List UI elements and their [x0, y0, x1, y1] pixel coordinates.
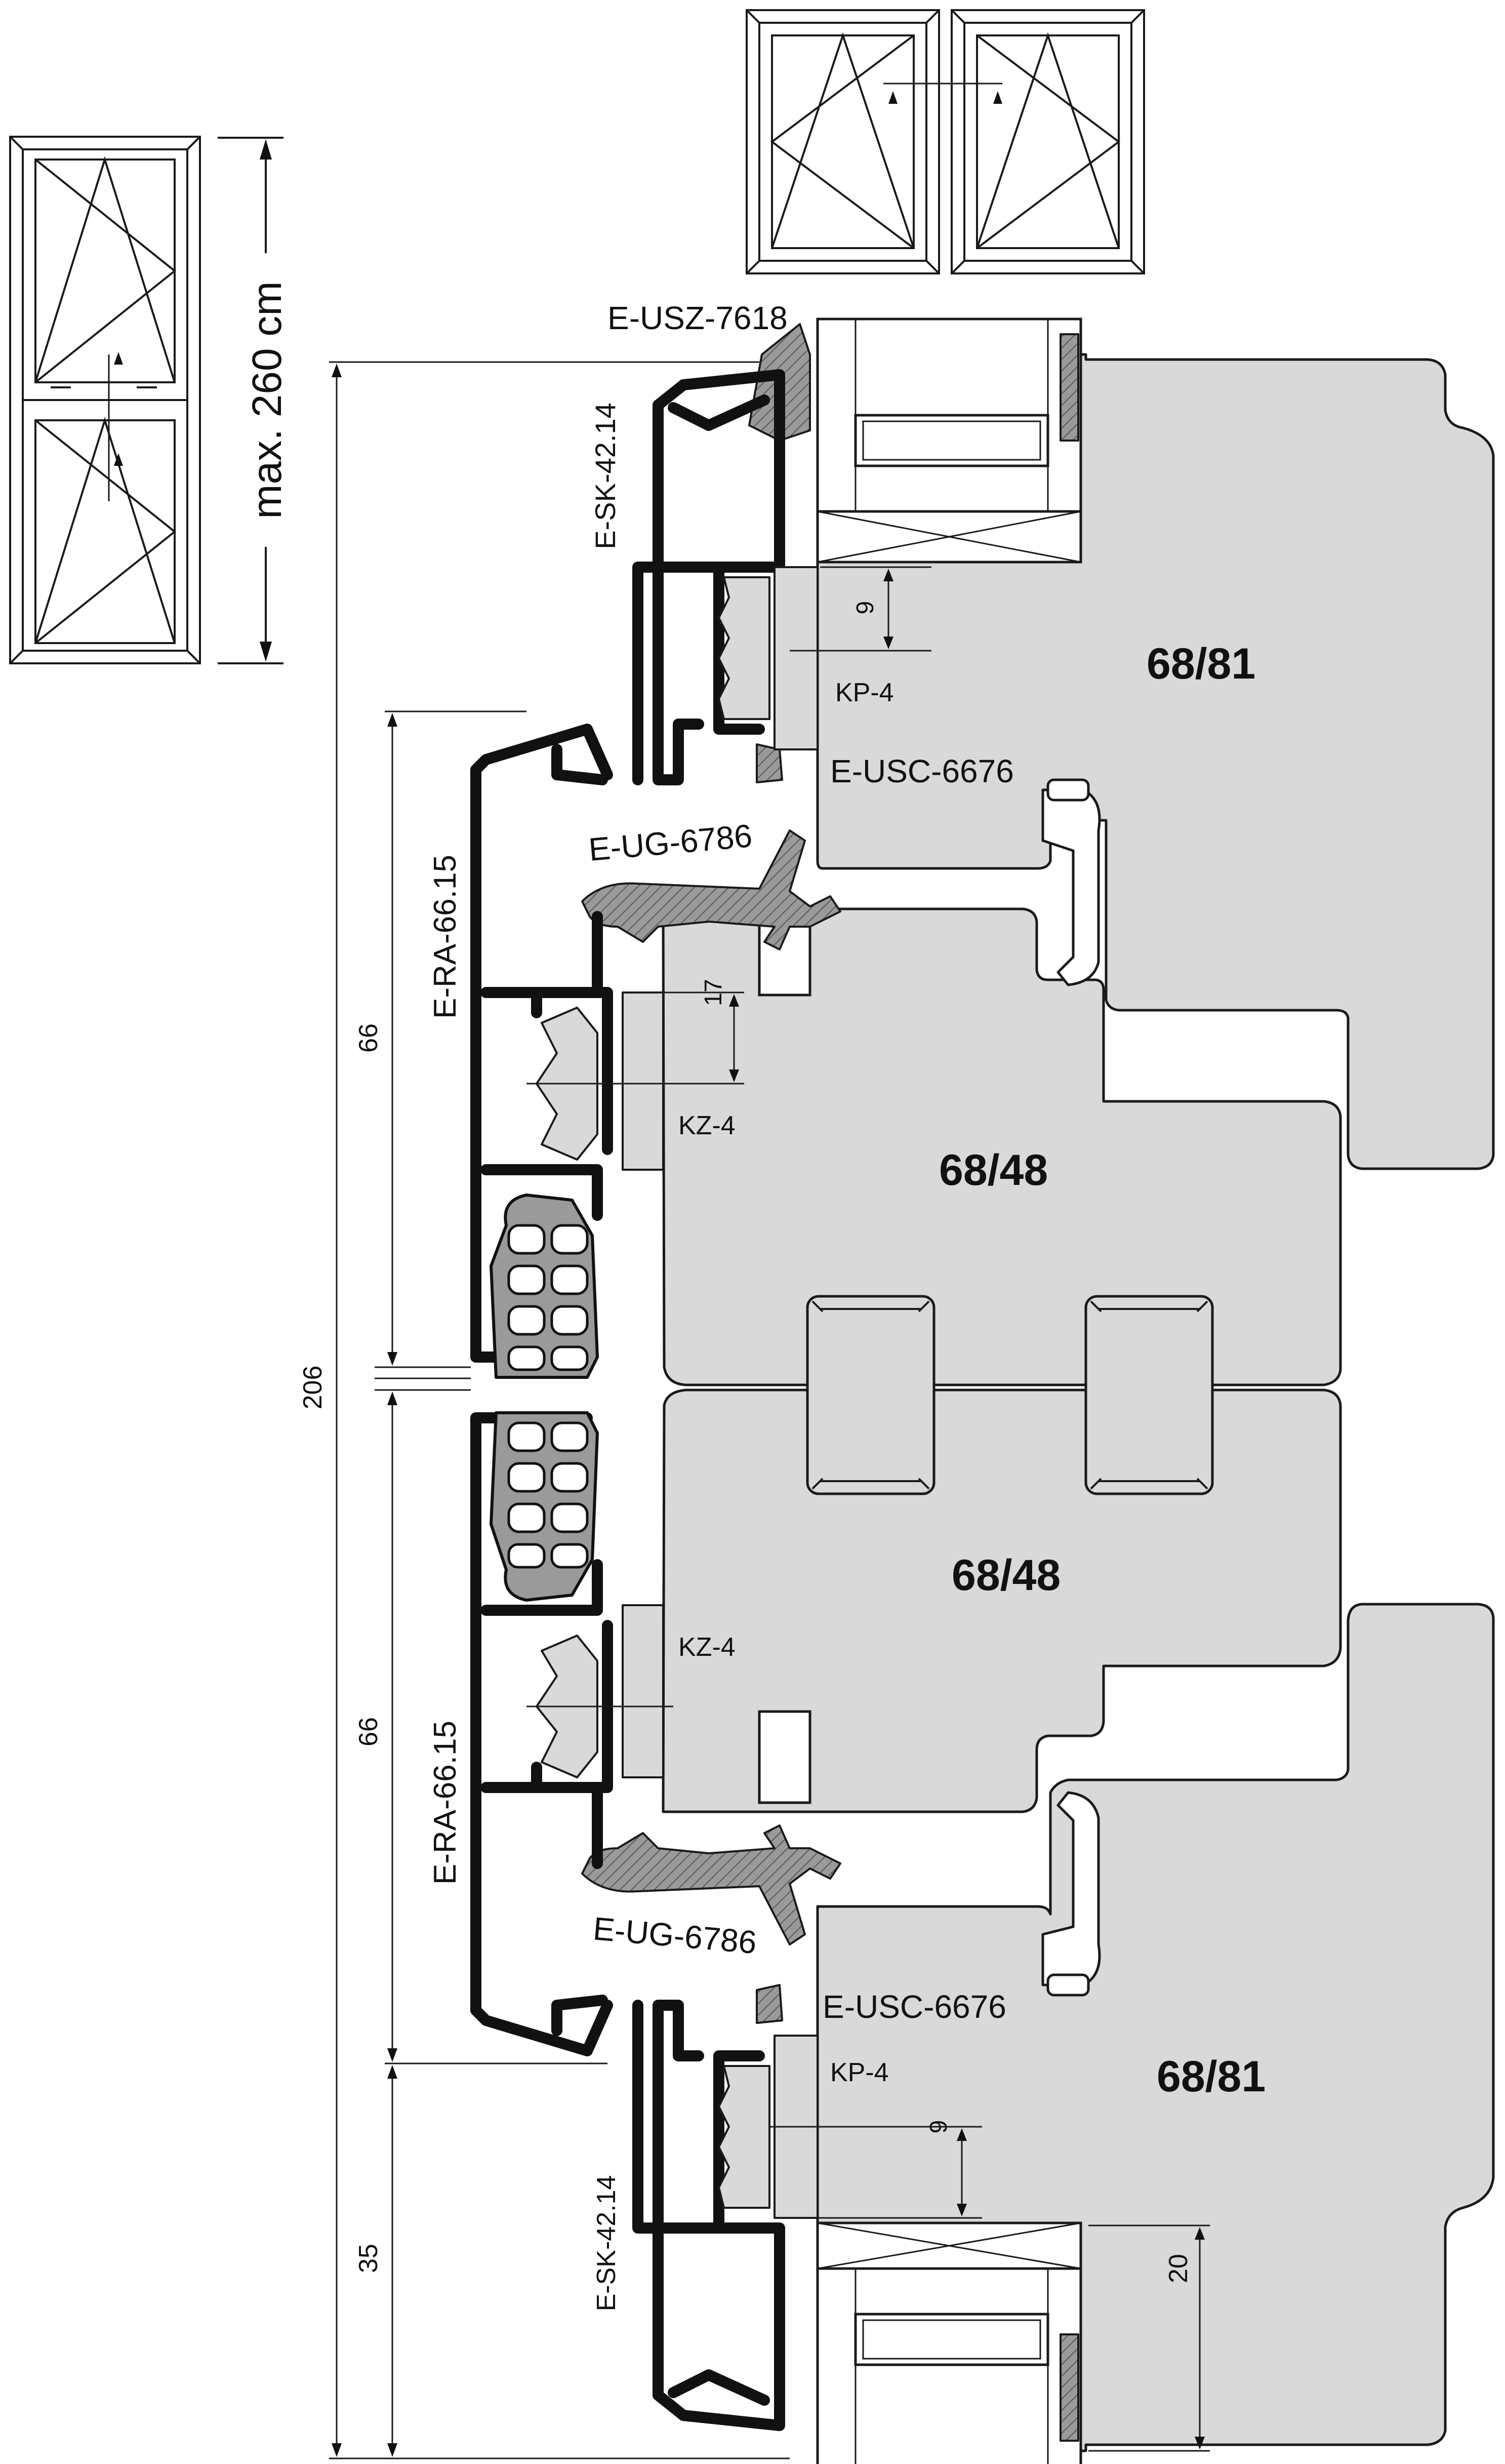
elevation-stacked-window: [9, 136, 201, 664]
dim-lower: 66: [354, 1717, 383, 1746]
label-sk-bottom: E-SK-42.14: [592, 2175, 621, 2312]
label-kz-top: KZ-4: [678, 1111, 736, 1140]
glazing-panel-top: [816, 317, 1082, 564]
dimension-arrows: [332, 364, 1205, 2457]
centre-insert: [490, 1194, 599, 1602]
handle-arrow-icon: [114, 352, 123, 365]
gasket-sk-top: [756, 743, 783, 783]
handle-arrow-icon: [993, 91, 1002, 104]
lip-seals: [1041, 778, 1101, 1997]
glazing-panel-bottom: [816, 2221, 1082, 2464]
dim-glass: 20: [1164, 2254, 1193, 2283]
gasket-ug-bottom: [581, 1824, 841, 1945]
profile-bottom-frame: 68/81: [1157, 2052, 1266, 2101]
sash-top-68-48: [662, 907, 1342, 1386]
dim-offset: 17: [700, 979, 727, 1006]
max-height-dimension: [218, 137, 283, 664]
label-kp-top: KP-4: [835, 678, 894, 707]
profile-top-sash: 68/48: [939, 1146, 1048, 1195]
joint-block-details: [811, 1300, 1208, 1490]
label-usc-top: E-USC-6676: [830, 753, 1014, 789]
gasket-sk-bottom: [756, 1984, 783, 2024]
label-sk-top: E-SK-42.14: [589, 403, 621, 549]
clip-kp-top: [718, 576, 770, 720]
label-usc-bottom: E-USC-6676: [823, 1989, 1006, 2025]
label-ra-bottom: E-RA-66.15: [428, 1721, 463, 1885]
arrow-down-icon: [260, 642, 272, 662]
dimension-lines: [329, 361, 1210, 2459]
profile-bottom-sash: 68/48: [952, 1551, 1061, 1600]
label-ug-bottom: E-UG-6786: [592, 1910, 758, 1961]
dim-total: 206: [298, 1366, 328, 1410]
gasket-frame-top: [1060, 333, 1079, 442]
label-kz-bottom: KZ-4: [678, 1633, 736, 1662]
handle-arrow-icon: [114, 453, 123, 466]
elevation-double-tilt-window: [746, 9, 1145, 274]
gasket-ug-top: [581, 829, 841, 950]
dim-bottom: 35: [354, 2244, 383, 2273]
max-height-label: max. 260 cm: [244, 281, 290, 519]
label-ug-top: E-UG-6786: [587, 817, 754, 868]
joint-block-left: [806, 1295, 935, 1495]
gasket-frame-bottom: [1060, 2333, 1079, 2442]
dim-gap-bottom: 9: [925, 2120, 952, 2134]
label-usz-top: E-USZ-7618: [607, 300, 788, 336]
arrow-up-icon: [260, 139, 272, 160]
clip-kp-bottom: [718, 2065, 770, 2209]
joint-block-right: [1084, 1295, 1214, 1495]
dim-gap-top: 9: [852, 601, 879, 615]
label-kp-bottom: KP-4: [830, 2058, 889, 2087]
profile-top-frame: 68/81: [1147, 640, 1255, 688]
dim-upper: 66: [354, 1023, 383, 1053]
handle-arrow-icon: [888, 91, 898, 104]
label-ra-top: E-RA-66.15: [428, 855, 463, 1019]
sash-bottom-68-48: [662, 1388, 1342, 1813]
